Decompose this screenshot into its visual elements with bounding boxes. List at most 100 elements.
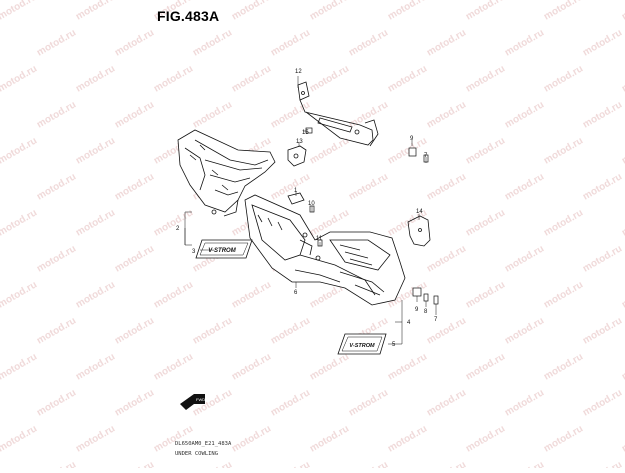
watermark-text: motod.ru — [542, 63, 585, 94]
watermark-text: motod.ru — [113, 243, 156, 274]
part-3-emblem-left: V-STROM — [196, 240, 252, 258]
watermark-text: motod.ru — [269, 315, 312, 346]
callout-8: 8 — [424, 309, 428, 315]
watermark-text: motod.ru — [503, 243, 546, 274]
watermark-text: motod.ru — [503, 315, 546, 346]
watermark-text: motod.ru — [191, 459, 234, 468]
watermark-text: motod.ru — [74, 135, 117, 166]
watermark-text: motod.ru — [503, 387, 546, 418]
watermark-text: motod.ru — [0, 63, 39, 94]
callout-11: 11 — [316, 236, 323, 242]
watermark-text: motod.ru — [464, 63, 507, 94]
watermark-text: motod.ru — [386, 0, 429, 23]
watermark-text: motod.ru — [464, 351, 507, 382]
part-13-bracket — [288, 146, 306, 166]
watermark-text: motod.ru — [113, 99, 156, 130]
watermark-text: motod.ru — [0, 135, 39, 166]
watermark-text: motod.ru — [620, 351, 625, 382]
part-5-emblem-right: V-STROM — [338, 334, 386, 354]
watermark-text: motod.ru — [35, 459, 78, 468]
watermark-text: motod.ru — [542, 207, 585, 238]
watermark-text: motod.ru — [152, 63, 195, 94]
watermark-text: motod.ru — [542, 351, 585, 382]
watermark-text: motod.ru — [542, 279, 585, 310]
watermark-text: motod.ru — [191, 27, 234, 58]
watermark-text: motod.ru — [152, 351, 195, 382]
watermark-text: motod.ru — [464, 207, 507, 238]
watermark-text: motod.ru — [347, 387, 390, 418]
figure-code: DL650AM0_E21_483A — [175, 441, 231, 447]
watermark-text: motod.ru — [113, 387, 156, 418]
watermark-text: motod.ru — [581, 171, 624, 202]
watermark-text: motod.ru — [347, 459, 390, 468]
watermark-text: motod.ru — [620, 279, 625, 310]
watermark-text: motod.ru — [269, 387, 312, 418]
watermark-text: motod.ru — [0, 0, 39, 23]
watermark-text: motod.ru — [0, 351, 39, 382]
watermark-text: motod.ru — [425, 27, 468, 58]
watermark-text: motod.ru — [308, 0, 351, 23]
watermark-text: motod.ru — [35, 315, 78, 346]
watermark-text: motod.ru — [230, 0, 273, 23]
watermark-text: motod.ru — [347, 99, 390, 130]
watermark-text: motod.ru — [503, 459, 546, 468]
watermark-text: motod.ru — [308, 63, 351, 94]
watermark-text: motod.ru — [425, 387, 468, 418]
watermark-text: motod.ru — [0, 279, 39, 310]
callout-6: 6 — [294, 290, 298, 296]
watermark-text: motod.ru — [464, 279, 507, 310]
watermark-text: motod.ru — [503, 99, 546, 130]
watermark-text: motod.ru — [581, 27, 624, 58]
watermark-text: motod.ru — [269, 171, 312, 202]
watermark-text: motod.ru — [542, 0, 585, 23]
watermark-text: motod.ru — [386, 63, 429, 94]
watermark-text: motod.ru — [152, 423, 195, 454]
callout-12: 12 — [295, 69, 302, 75]
watermark-text: motod.ru — [308, 423, 351, 454]
watermark-text: motod.ru — [308, 351, 351, 382]
watermark-text: motod.ru — [230, 279, 273, 310]
watermark-text: motod.ru — [35, 27, 78, 58]
watermark-text: motod.ru — [464, 135, 507, 166]
watermark-text: motod.ru — [347, 171, 390, 202]
watermark-text: motod.ru — [35, 99, 78, 130]
watermark-text: motod.ru — [113, 27, 156, 58]
watermark-text: motod.ru — [620, 0, 625, 23]
callout-15: 15 — [302, 130, 309, 136]
watermark-text: motod.ru — [230, 351, 273, 382]
watermark-text: motod.ru — [386, 351, 429, 382]
figure-title: FIG.483A — [157, 8, 219, 24]
watermark-text: motod.ru — [74, 207, 117, 238]
watermark-text: motod.ru — [74, 0, 117, 23]
watermark-text: motod.ru — [464, 423, 507, 454]
watermark-text: motod.ru — [269, 99, 312, 130]
watermark-text: motod.ru — [152, 279, 195, 310]
watermark-text: motod.ru — [620, 423, 625, 454]
watermark-text: motod.ru — [581, 243, 624, 274]
watermark-text: motod.ru — [113, 171, 156, 202]
watermark-text: motod.ru — [425, 243, 468, 274]
emblem-right-text: V-STROM — [349, 343, 375, 349]
watermark-text: motod.ru — [542, 135, 585, 166]
watermark-text: motod.ru — [35, 243, 78, 274]
watermark-text: motod.ru — [230, 63, 273, 94]
watermark-text: motod.ru — [113, 315, 156, 346]
watermark-text: motod.ru — [620, 207, 625, 238]
watermark-text: motod.ru — [74, 279, 117, 310]
watermark-text: motod.ru — [425, 315, 468, 346]
watermark-text: motod.ru — [269, 459, 312, 468]
callout-3: 3 — [192, 249, 196, 255]
figure-name: UNDER COWLING — [175, 451, 218, 457]
watermark-text: motod.ru — [113, 459, 156, 468]
callout-5: 5 — [392, 342, 396, 348]
watermark-text: motod.ru — [503, 27, 546, 58]
watermark-text: motod.ru — [425, 99, 468, 130]
callout-14: 14 — [416, 209, 423, 215]
watermark-text: motod.ru — [74, 423, 117, 454]
callout-4: 4 — [407, 320, 411, 326]
front-arrow-label: FWD — [196, 397, 205, 402]
watermark-text: motod.ru — [308, 135, 351, 166]
watermark-text: motod.ru — [269, 27, 312, 58]
watermark-text: motod.ru — [581, 387, 624, 418]
